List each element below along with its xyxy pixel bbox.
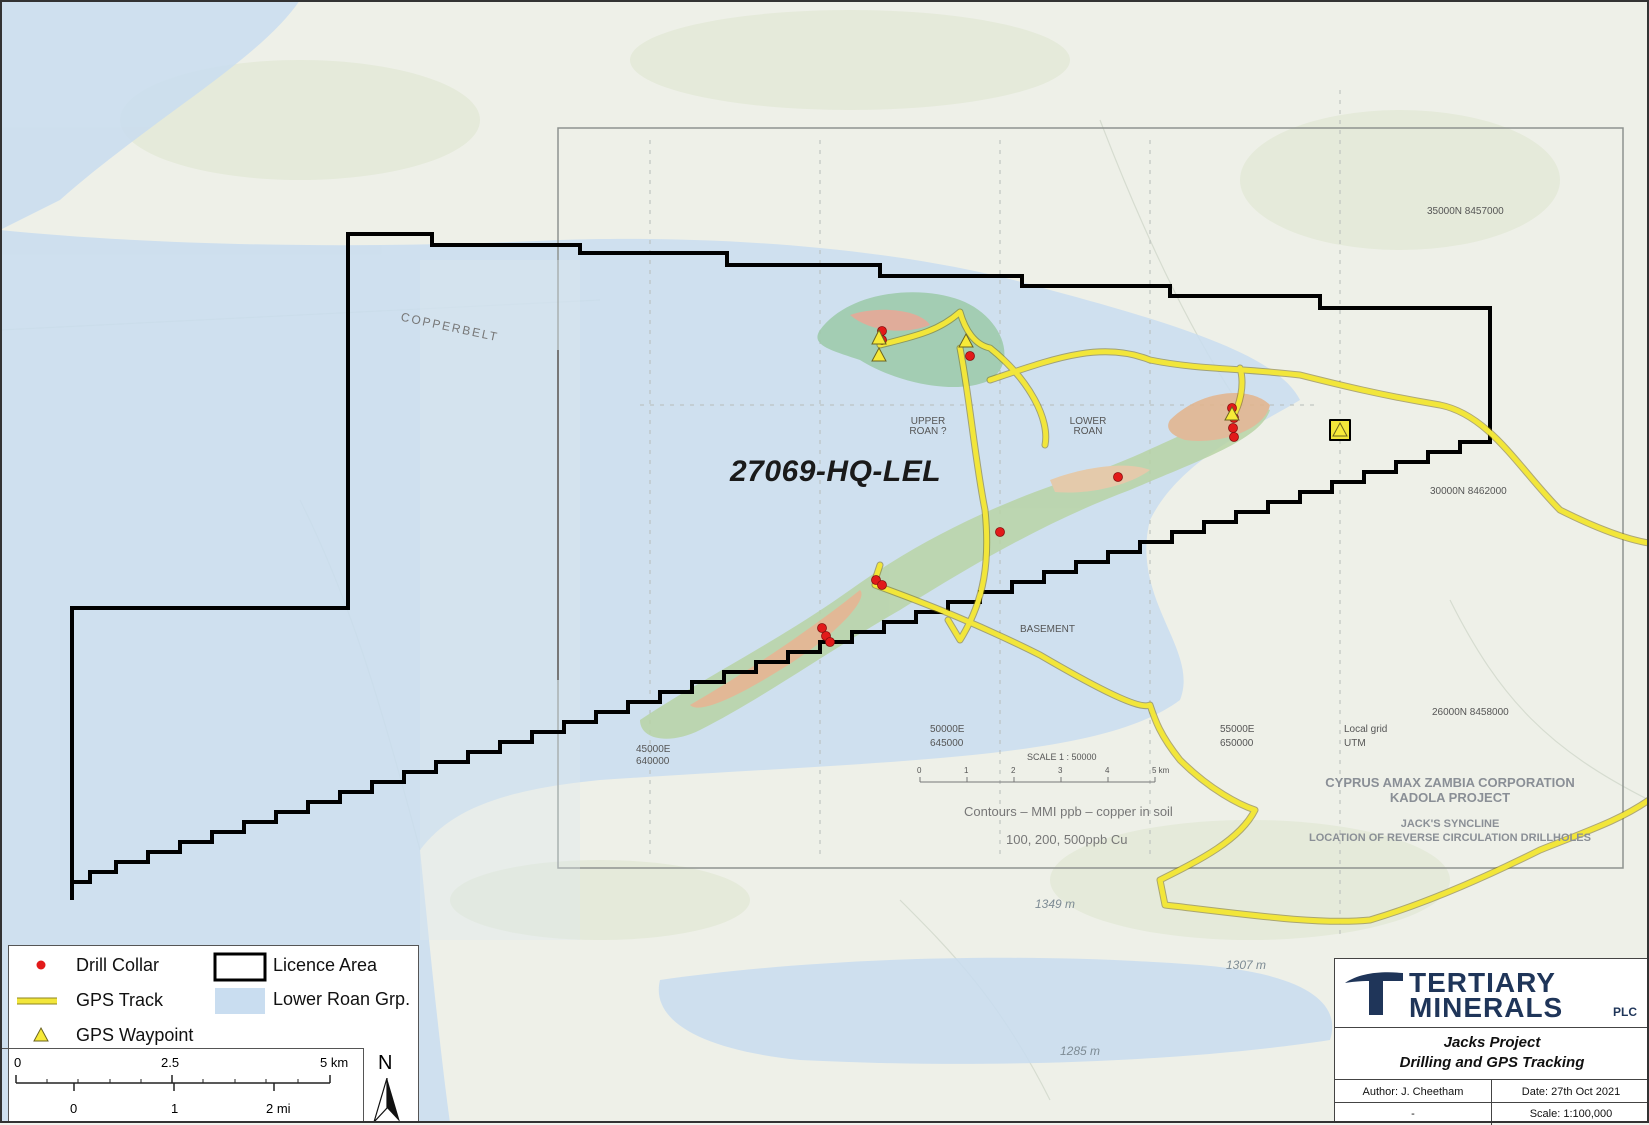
map-legend: Drill Collar GPS Track GPS Waypoint Lice… — [8, 945, 419, 1123]
date-label: Date: 27th Oct 2021 — [1521, 1086, 1621, 1098]
gps-waypoint — [1224, 405, 1240, 421]
easting-label: 50000E — [930, 724, 965, 735]
title-block: TERTIARY MINERALS PLC Jacks Project Dril… — [1334, 958, 1649, 1125]
contour-label: 1307 m — [1226, 958, 1267, 972]
easting-label: 45000E — [636, 744, 671, 755]
basement-label: BASEMENT — [1020, 624, 1076, 635]
contours-note-2: 100, 200, 500ppb Cu — [1006, 832, 1128, 847]
scale-mi-0: 0 — [70, 1101, 78, 1116]
drill-collar — [1229, 432, 1239, 442]
gps-waypoint — [1332, 421, 1348, 437]
scale-km-0: 0 — [14, 1055, 22, 1070]
scan-scale-tick: 2 — [1011, 766, 1016, 775]
utm-label: UTM — [1344, 738, 1366, 749]
easting-label: 645000 — [930, 738, 964, 749]
drill-collar — [1228, 423, 1238, 433]
author-label: Author: J. Cheetham — [1362, 1086, 1464, 1098]
scan-scalebar — [919, 777, 1156, 783]
scale-km-5: 5 km — [320, 1055, 349, 1070]
gps-waypoint — [871, 328, 887, 345]
scan-scale-tick: 4 — [1105, 766, 1110, 775]
scan-overlay — [420, 90, 1624, 940]
easting-label: 650000 — [1220, 738, 1254, 749]
project-title: Jacks Project — [1443, 1034, 1541, 1051]
drill-collar — [817, 623, 827, 633]
grid-label-north-2: 30000N 8462000 — [1430, 486, 1507, 497]
drill-collar-symbol — [36, 960, 46, 970]
author-row: Author: J. Cheetham Date: 27th Oct 2021 — [1335, 1079, 1649, 1125]
drill-collar — [825, 637, 835, 647]
drill-collar — [965, 351, 975, 361]
north-label: N — [378, 1052, 393, 1074]
corp-line-1: CYPRUS AMAX ZAMBIA CORPORATION — [1325, 775, 1575, 790]
legend-lower-roan: Lower Roan Grp. — [273, 989, 411, 1009]
logo-line-1: TERTIARY — [1409, 967, 1556, 998]
gps-track — [871, 308, 1649, 925]
north-arrow-icon — [373, 1078, 400, 1122]
grid-label-north-1: 35000N 8457000 — [1427, 206, 1504, 217]
scan-scale-tick: 3 — [1058, 766, 1063, 775]
logo-icon — [1345, 972, 1403, 1015]
logo-line-2: MINERALS — [1409, 992, 1564, 1023]
scan-scale-label: SCALE 1 : 50000 — [1027, 752, 1097, 762]
contour-label: 1349 m — [1035, 897, 1076, 911]
licence-area-outline — [70, 232, 1492, 900]
local-grid-label: Local grid — [1344, 724, 1388, 735]
scan-scale-tick: 5 km — [1152, 766, 1170, 775]
corp-line-2: KADOLA PROJECT — [1389, 790, 1511, 805]
gps-waypoints — [871, 328, 1348, 437]
scale-label: Scale: 1:100,000 — [1529, 1108, 1613, 1120]
scale-bar: 0 2.5 5 km 0 1 2 mi — [0, 1048, 364, 1123]
scale-row: - Scale: 1:100,000 — [1335, 1102, 1649, 1124]
legend-gps-track: GPS Track — [76, 990, 164, 1010]
scan-scale-tick: 1 — [964, 766, 969, 775]
licence-area-label: 27069-HQ-LEL — [730, 455, 942, 488]
drill-collar — [995, 527, 1005, 537]
easting-label: 55000E — [1220, 724, 1255, 735]
legend-symbols — [17, 952, 267, 1042]
title-row: Jacks Project Drilling and GPS Tracking — [1335, 1027, 1649, 1079]
legend-licence-area: Licence Area — [273, 955, 378, 975]
licence-area-symbol — [213, 952, 267, 982]
lower-roan-scan-label: LOWER ROAN — [1069, 416, 1107, 437]
grid-label-north-3: 26000N 8458000 — [1432, 707, 1509, 718]
scale-mi-2: 2 mi — [266, 1101, 291, 1116]
scale-km-2-5: 2.5 — [161, 1055, 180, 1070]
blank-cell: - — [1411, 1108, 1415, 1120]
gps-waypoint — [871, 346, 887, 362]
scale-mi-1: 1 — [171, 1101, 179, 1116]
logo-suffix: PLC — [1613, 1005, 1637, 1019]
lower-roan-symbol — [215, 988, 265, 1014]
north-arrow: N — [364, 1048, 411, 1123]
drill-collar — [877, 580, 887, 590]
gps-waypoint — [958, 332, 974, 348]
corp-line-3: JACK'S SYNCLINE — [1400, 818, 1500, 830]
legend-drill-collar: Drill Collar — [76, 955, 160, 975]
contours-note-1: Contours – MMI ppb – copper in soil — [964, 804, 1173, 819]
easting-label: 640000 — [636, 756, 670, 767]
map-subtitle: Drilling and GPS Tracking — [1399, 1054, 1585, 1071]
upper-roan-label: UPPER ROAN ? — [909, 416, 947, 437]
corp-line-4: LOCATION OF REVERSE CIRCULATION DRILLHOL… — [1309, 832, 1591, 844]
scan-scale-tick: 0 — [917, 766, 922, 775]
drill-collar — [1113, 472, 1123, 482]
legend-gps-waypoint: GPS Waypoint — [76, 1025, 194, 1045]
contour-label: 1285 m — [1060, 1044, 1101, 1058]
gps-waypoint-symbol — [33, 1026, 49, 1042]
